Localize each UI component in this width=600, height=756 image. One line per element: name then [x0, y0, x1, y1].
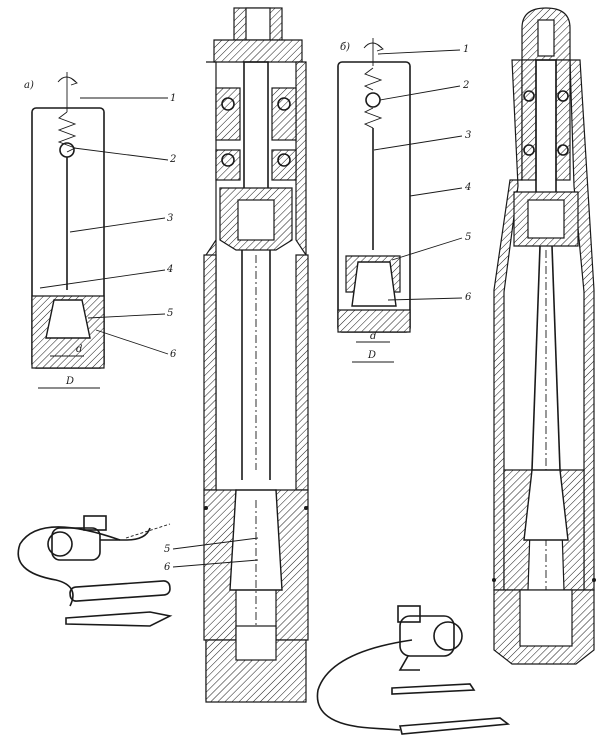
motor-icon-right	[397, 605, 463, 671]
callout-a-3: 3	[167, 213, 173, 224]
dim-inner-b: d	[370, 331, 376, 342]
vibrator-tool-right	[316, 605, 511, 735]
callout-b-2: 2	[462, 80, 469, 91]
panel-b-letter: б)	[340, 42, 350, 53]
rotation-arrow-icon	[57, 72, 78, 112]
callout-left-6: 6	[164, 562, 171, 573]
schematic-a: а) d D 1 2 3 4 5 6	[24, 72, 177, 389]
dim-inner-a: d	[76, 344, 82, 355]
callout-a-2: 2	[169, 154, 176, 165]
callout-a-1: 1	[170, 93, 176, 104]
vibrator-section-left: 5 6	[164, 7, 309, 703]
callout-b-4: 4	[464, 182, 471, 193]
callout-a-6: 6	[170, 349, 177, 360]
vibrator-section-right	[492, 7, 596, 665]
dim-outer-b: D	[367, 350, 376, 361]
motor-icon	[47, 515, 171, 561]
callout-b-6: 6	[465, 292, 472, 303]
dim-outer-a: D	[65, 376, 74, 387]
callout-left-5: 5	[164, 544, 170, 555]
callout-b-1: 1	[463, 44, 469, 55]
callout-a-4: 4	[166, 264, 173, 275]
panel-a-letter: а)	[24, 80, 34, 91]
callout-b-3: 3	[465, 130, 471, 141]
schematic-b: б) d D 1 2 3 4 5 6	[337, 38, 472, 363]
callout-a-5: 5	[167, 308, 173, 319]
vibrator-tool-left	[17, 515, 173, 627]
callout-b-5: 5	[465, 232, 471, 243]
